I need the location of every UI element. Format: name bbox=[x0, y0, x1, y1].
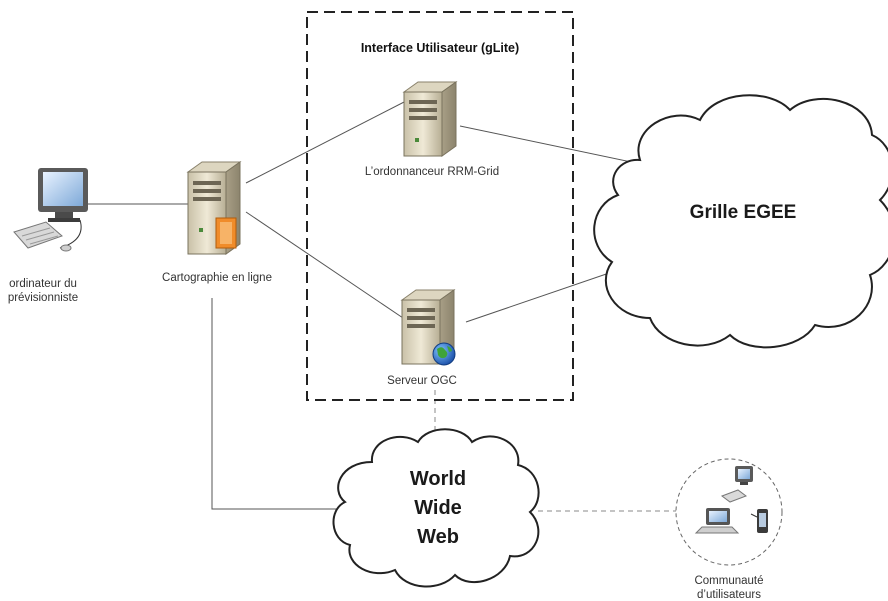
www-label-line2: Wide bbox=[414, 497, 462, 519]
cloud-icon bbox=[593, 94, 888, 349]
www-node: World Wide Web bbox=[332, 428, 540, 588]
ogc-server-label: Serveur OGC bbox=[387, 375, 457, 387]
cloud-icon bbox=[332, 428, 540, 588]
desktop-computer-icon bbox=[13, 168, 88, 252]
server-globe-icon bbox=[400, 289, 456, 366]
ogc-server-node: Serveur OGC bbox=[387, 289, 457, 387]
scheduler-label: L’ordonnanceur RRM-Grid bbox=[365, 166, 499, 178]
www-label-line1: World bbox=[410, 468, 466, 490]
egee-grid-label: Grille EGEE bbox=[690, 202, 797, 223]
devices-icon bbox=[694, 466, 768, 534]
online-mapping-label: Cartographie en ligne bbox=[162, 272, 272, 284]
www-label-line3: Web bbox=[417, 526, 459, 548]
users-community-node: Communauté d’utilisateurs bbox=[675, 458, 783, 601]
scheduler-node: L’ordonnanceur RRM-Grid bbox=[365, 81, 499, 178]
egee-grid-node: Grille EGEE bbox=[593, 94, 888, 349]
gateway-boundary-box bbox=[306, 11, 574, 401]
gateway-box-title: Interface Utilisateur (gLite) bbox=[361, 41, 519, 55]
online-mapping-node: Cartographie en ligne bbox=[162, 161, 272, 284]
forecaster-computer-label-line2: prévisionniste bbox=[8, 292, 78, 304]
users-community-label-line2: d’utilisateurs bbox=[697, 589, 761, 601]
forecaster-computer-label-line1: ordinateur du bbox=[9, 278, 77, 290]
link-mapping-to-scheduler bbox=[245, 99, 409, 184]
forecaster-computer-node: ordinateur du prévisionniste bbox=[8, 168, 88, 304]
community-boundary-circle bbox=[675, 458, 783, 566]
map-document-icon bbox=[215, 217, 237, 249]
users-community-label-line1: Communauté bbox=[694, 575, 763, 587]
link-mapping-to-www bbox=[211, 298, 340, 510]
server-icon bbox=[402, 81, 458, 157]
link-ogc-to-egee bbox=[465, 269, 619, 323]
link-mapping-to-ogc bbox=[245, 211, 407, 321]
connections bbox=[88, 99, 676, 512]
